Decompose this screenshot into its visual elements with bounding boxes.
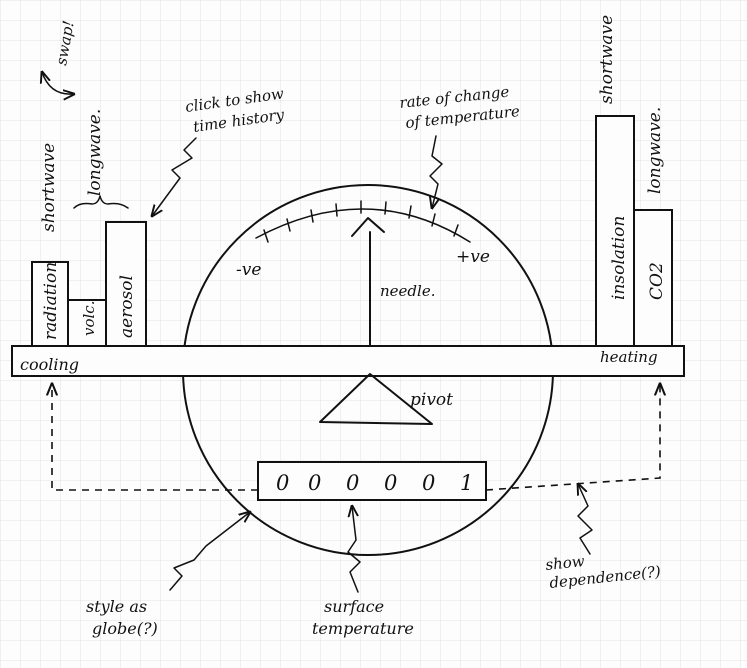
bar-volcanic[interactable] — [67, 299, 107, 347]
globe-note-line2: globe(?) — [92, 619, 158, 638]
counter-digit-2: 0 — [308, 471, 321, 495]
globe-note-line1: style as — [86, 597, 147, 616]
counter-digit-4: 0 — [384, 471, 397, 495]
dependence-note-arrow — [578, 484, 593, 555]
heating-shortwave-label: shortwave — [597, 15, 617, 104]
beam-heating-label: heating — [600, 348, 658, 366]
surface-note-line2: temperature — [312, 619, 414, 638]
bar-aerosol[interactable] — [105, 221, 147, 347]
heating-longwave-label: longwave. — [645, 107, 665, 194]
counter-digit-3: 0 — [346, 471, 359, 495]
counter-digit-1: 0 — [276, 471, 289, 495]
bar-radiation-label: radiation — [41, 262, 61, 340]
surface-note-line1: surface — [324, 597, 384, 616]
longwave-brace — [73, 195, 129, 209]
bar-insolation-label: insolation — [609, 216, 629, 300]
surface-note-arrow — [347, 506, 361, 593]
swap-label: swap! — [52, 19, 78, 67]
counter-digit-6: 1 — [460, 471, 473, 495]
needle-head — [351, 217, 385, 237]
pivot-triangle — [319, 373, 433, 425]
globe-note-arrow — [169, 512, 250, 591]
plus-label: +ve — [456, 247, 490, 267]
gauge-ticks — [263, 200, 459, 243]
dependence-note-line1: show — [545, 552, 586, 574]
gauge-scale-arc — [255, 208, 471, 243]
rate-note-arrow — [430, 135, 443, 208]
pivot-label: pivot — [410, 390, 453, 410]
click-note-arrow — [152, 137, 197, 216]
bar-volcanic-label: volc. — [80, 301, 98, 336]
minus-label: -ve — [236, 260, 261, 280]
counter-digit-5: 0 — [422, 471, 435, 495]
beam-cooling-label: cooling — [20, 355, 79, 374]
bar-co2[interactable] — [633, 209, 673, 347]
swap-arrow — [42, 72, 74, 94]
bar-aerosol-label: aerosol — [117, 275, 137, 338]
cooling-shortwave-label: shortwave — [39, 143, 59, 232]
cooling-longwave-label: longwave. — [85, 109, 105, 196]
dependence-line-left[interactable] — [52, 384, 258, 491]
bar-co2-label: CO2 — [647, 262, 667, 300]
dependence-line-right[interactable] — [485, 384, 660, 491]
balance-beam — [11, 345, 685, 377]
temperature-counter — [257, 461, 487, 501]
bar-radiation[interactable] — [31, 261, 69, 347]
needle-label: needle. — [380, 282, 435, 300]
